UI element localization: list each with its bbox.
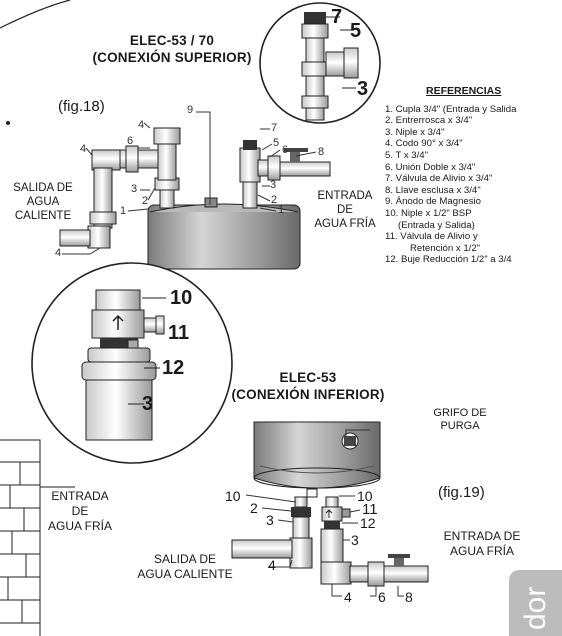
reference-item: 9. Ánodo de Magnesio <box>385 196 482 208</box>
detail-circle-top <box>259 2 381 124</box>
callout-num: 4 <box>344 589 352 605</box>
references-heading: REFERENCIAS <box>426 85 502 97</box>
reference-item: 5. T x 3/4" <box>385 149 429 161</box>
label-line: DE <box>71 504 89 518</box>
label-line: ENTRADA <box>317 190 373 202</box>
callout-7: 7 <box>331 6 343 28</box>
label-line: ENTRADA DE <box>443 529 521 543</box>
label-entrada-left: ENTRADA DE AGUA FRÍA <box>40 489 120 534</box>
fig18-title-model: ELEC-53 / 70 <box>129 33 215 48</box>
callout-num: 4 <box>138 119 145 131</box>
fig18-title: ELEC-53 / 70 (CONEXIÓN SUPERIOR) <box>52 32 292 66</box>
reference-item: 1. Cupla 3/4" (Entrada y Salida <box>385 103 517 115</box>
callout-11: 11 <box>168 322 190 344</box>
callout-num: 2 <box>250 500 258 516</box>
callout-num: 4 <box>80 143 87 155</box>
reference-item: 2. Entrerrosca x 3/4" <box>385 115 473 127</box>
fig18-drawing <box>59 111 331 270</box>
callout-num: 12 <box>360 515 376 531</box>
side-tab-text: dor <box>519 586 552 630</box>
label-line: ENTRADA <box>51 489 109 503</box>
callout-num: 4 <box>55 247 62 259</box>
callout-num: 8 <box>405 589 413 605</box>
label-line: AGUA FRÍA <box>314 218 376 230</box>
label-line: AGUA CALIENTE <box>137 567 233 581</box>
callout-num: 1 <box>278 204 285 216</box>
reference-item: 12. Buje Reducción 1/2" a 3/4 <box>385 254 512 266</box>
callout-num: 3 <box>131 183 138 195</box>
callout-num: 5 <box>273 137 280 149</box>
fig19-label: (fig.19) <box>438 484 485 501</box>
label-salida-bottom: SALIDA DE AGUA CALIENTE <box>132 552 238 582</box>
detail-circle-mid <box>31 262 233 464</box>
callout-10: 10 <box>170 287 193 309</box>
reference-item: 3. Niple x 3/4" <box>385 126 445 138</box>
callout-num: 8 <box>318 146 325 158</box>
references-list: REFERENCIAS 1. Cupla 3/4" (Entrada y Sal… <box>385 85 517 266</box>
callout-num: 7 <box>271 122 278 134</box>
reference-item: 11. Válvula de Alivio y <box>385 231 478 243</box>
callout-num: 9 <box>187 104 194 116</box>
fig19-title-model: ELEC-53 <box>279 370 337 385</box>
callout-num: 1 <box>120 205 127 217</box>
callout-num: 4 <box>268 557 276 573</box>
label-line: SALIDA DE <box>153 552 217 566</box>
callout-num: 3 <box>351 532 359 548</box>
label-line: GRIFO DE <box>433 407 487 419</box>
fig18-label: (fig.18) <box>58 98 105 115</box>
callout-num: 6 <box>378 589 386 605</box>
fig18-title-connection: (CONEXIÓN SUPERIOR) <box>92 50 252 65</box>
reference-item: (Entrada y Salida) <box>398 219 475 231</box>
label-salida-top: SALIDA DE AGUA CALIENTE <box>10 181 76 223</box>
callout-num: 6 <box>127 135 134 147</box>
label-line: SALIDA DE <box>13 182 73 194</box>
label-line: PURGA <box>440 420 480 432</box>
callout-3: 3 <box>357 78 369 100</box>
callout-num: 6 <box>282 144 289 156</box>
reference-item: 4. Codo 90° x 3/4" <box>385 138 463 150</box>
brick-wall <box>0 439 75 636</box>
side-tab <box>509 570 562 636</box>
label-entrada-bottom: ENTRADA DE AGUA FRÍA <box>432 529 532 559</box>
callout-5: 5 <box>350 20 362 42</box>
label-line: DE <box>337 204 353 216</box>
reference-item: Retención x 1/2" <box>410 242 481 254</box>
frame-arc <box>0 0 71 29</box>
reference-item: 6. Unión Doble x 3/4" <box>385 161 476 173</box>
reference-item: 10. Niple x 1/2" BSP <box>385 207 472 219</box>
callout-num: 10 <box>225 488 241 504</box>
callout-3-mid: 3 <box>142 393 154 415</box>
reference-item: 8. Llave esclusa x 3/4" <box>385 184 481 196</box>
callout-num: 3 <box>270 179 277 191</box>
callout-num: 11 <box>362 501 378 518</box>
reference-item: 7. Válvula de Alivio x 3/4" <box>385 173 493 185</box>
callout-12: 12 <box>162 357 185 379</box>
callout-num: 10 <box>357 488 373 504</box>
callout-num: 2 <box>271 194 278 206</box>
callout-num: 2 <box>142 195 149 207</box>
callout-num: 3 <box>266 512 274 528</box>
bullet-dot <box>6 121 10 125</box>
label-line: AGUA FRÍA <box>47 519 112 533</box>
fig19-drawing <box>231 421 429 597</box>
label-line: CALIENTE <box>14 210 72 222</box>
label-line: AGUA <box>26 196 60 208</box>
fig19-title: ELEC-53 (CONEXIÓN INFERIOR) <box>188 369 428 403</box>
label-line: AGUA FRÍA <box>449 544 514 558</box>
label-entrada-top: ENTRADA DE AGUA FRÍA <box>305 189 385 231</box>
fig19-title-connection: (CONEXIÓN INFERIOR) <box>231 387 385 402</box>
label-grifo: GRIFO DE PURGA <box>420 407 500 433</box>
